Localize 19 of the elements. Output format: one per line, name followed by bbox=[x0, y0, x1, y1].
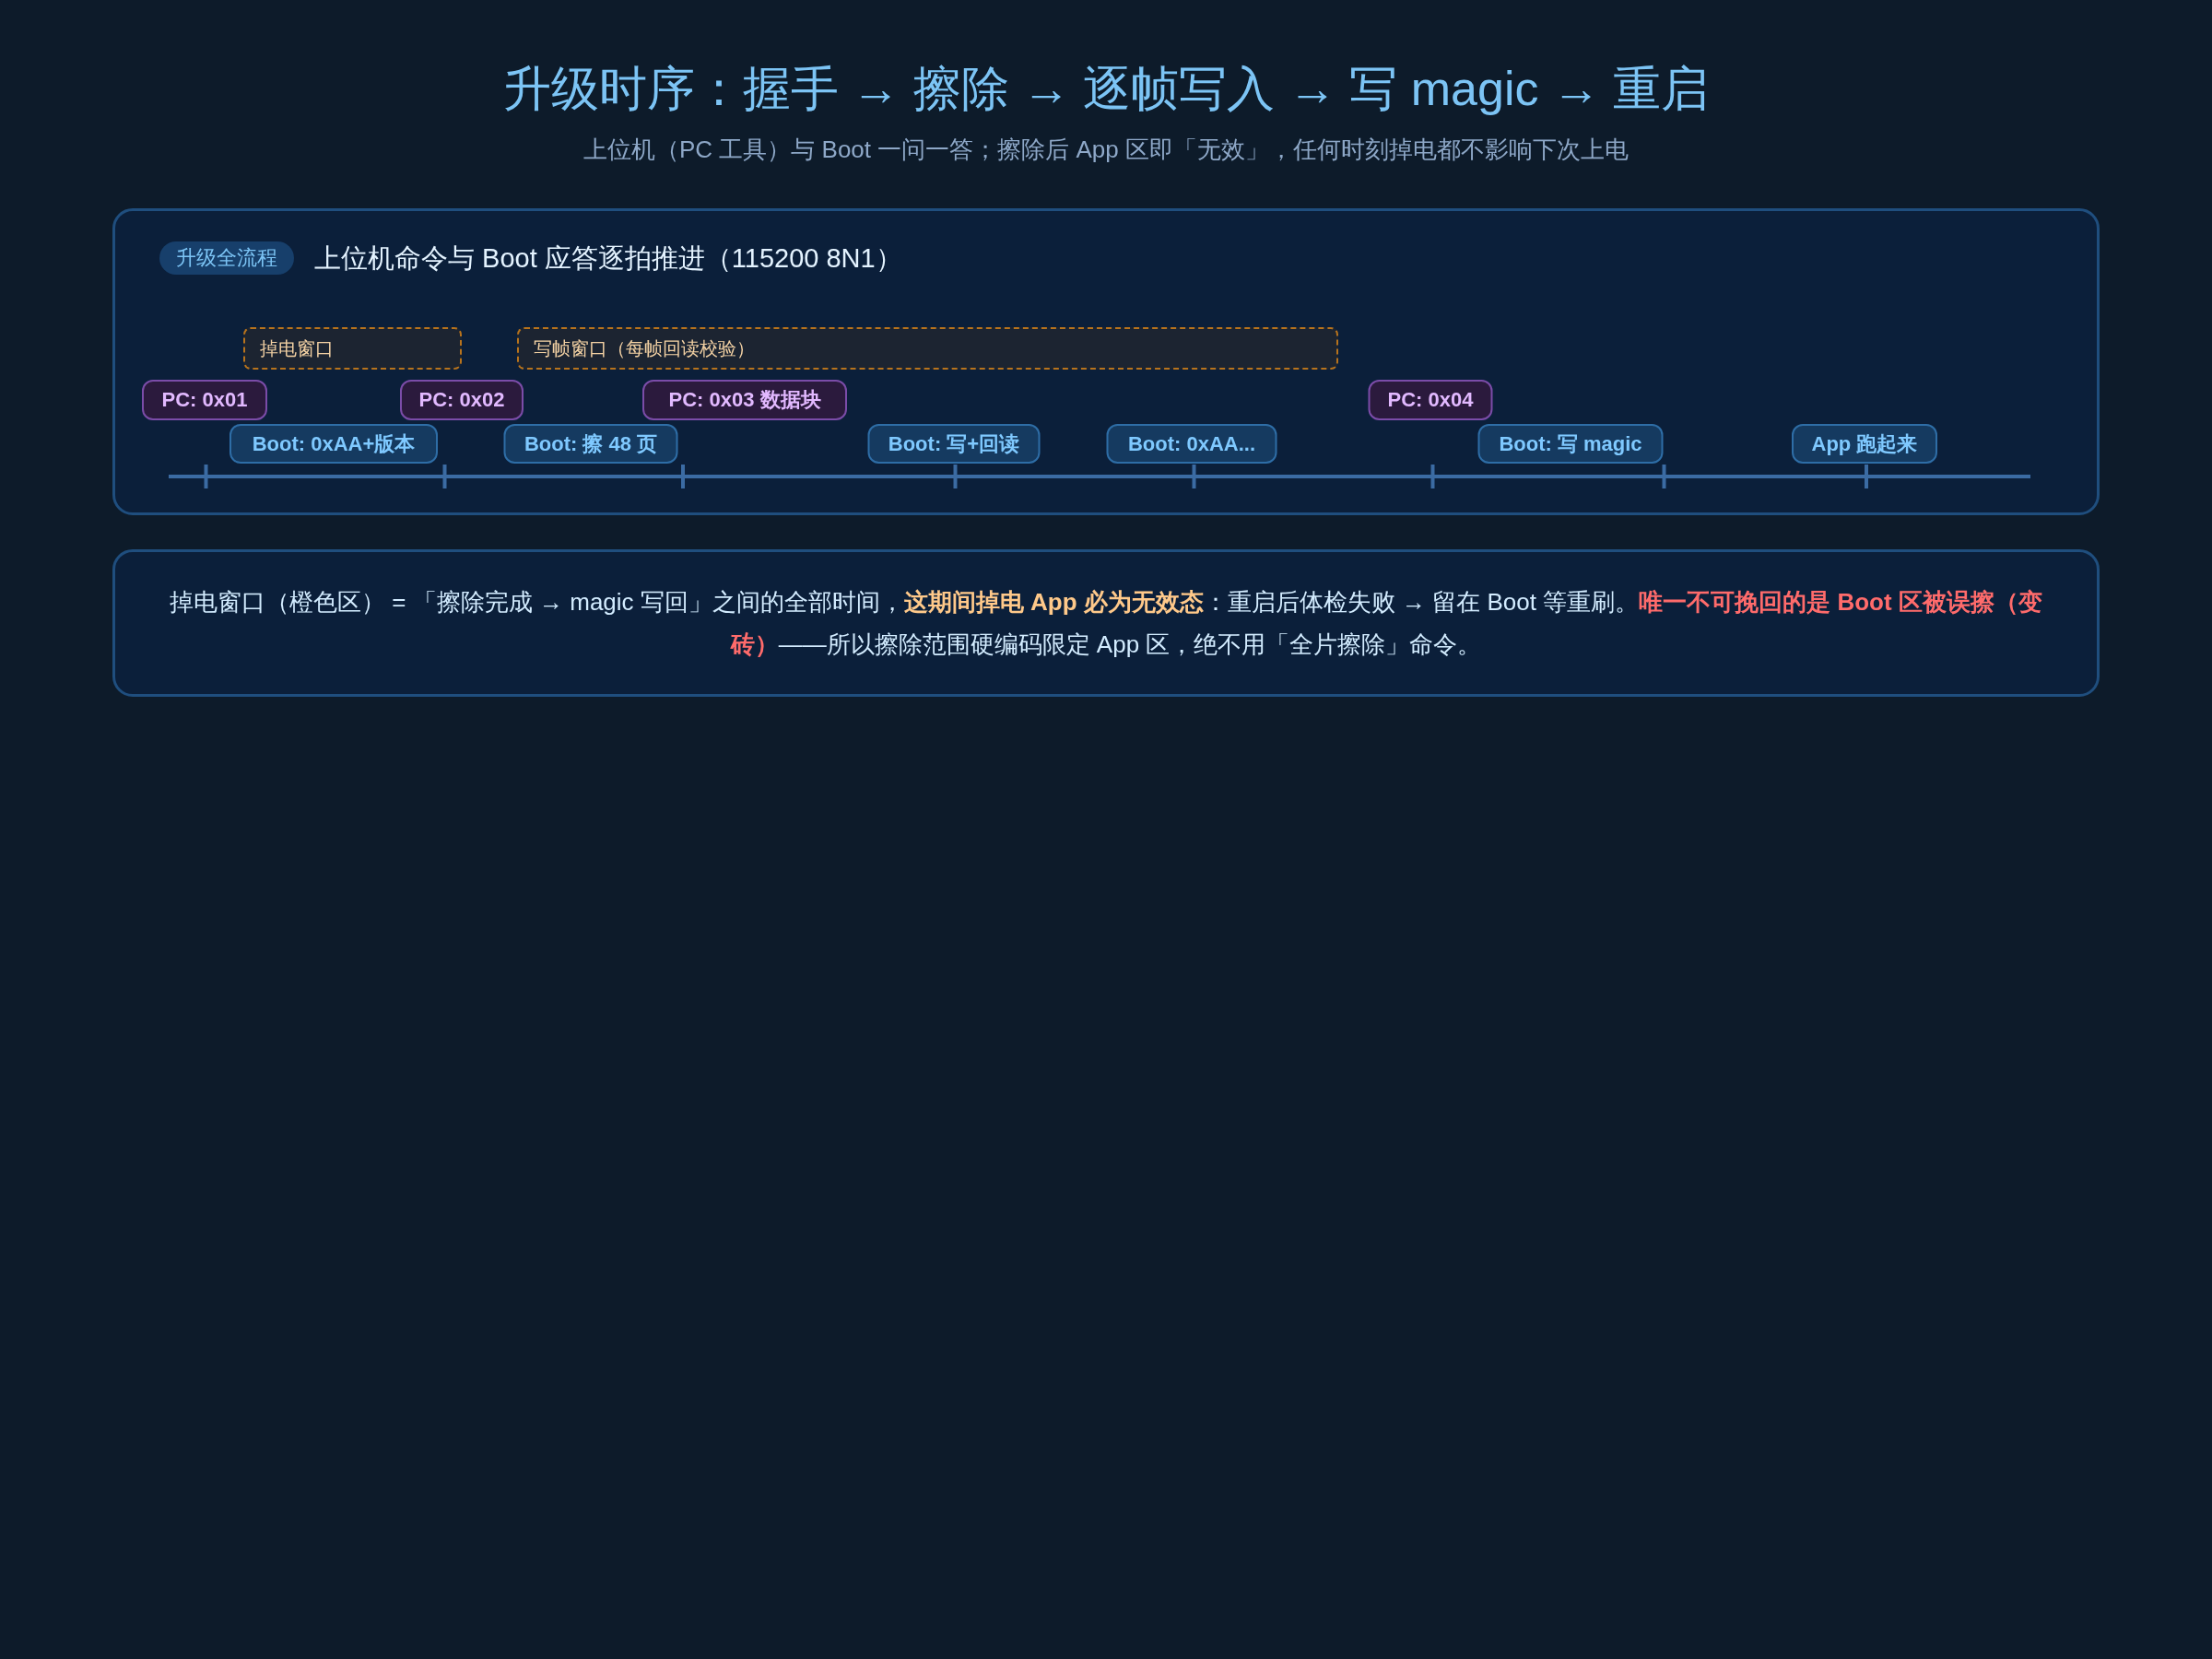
command-tag: PC: 0x03 数据块 bbox=[642, 380, 847, 420]
response-tag: Boot: 写+回读 bbox=[867, 424, 1041, 464]
response-tag: Boot: 0xAA+版本 bbox=[229, 424, 438, 464]
response-tag: App 跑起来 bbox=[1792, 424, 1937, 464]
section-badge: 升级全流程 bbox=[159, 241, 294, 275]
note-panel bbox=[112, 549, 2100, 697]
note-text: 掉电窗口（橙色区） = 「擦除完成 → magic 写回」之间的全部时间，这期间掉电 App 必为无效态：重启后体检失败 → 留在 Boot 等重刷。唯一不可挽回的是 Boot 区被误擦（变砖）——所以擦除范围硬编码限定 App 区，绝不用「全片擦除」命令。 bbox=[169, 587, 2043, 660]
command-tag: PC: 0x02 bbox=[400, 380, 524, 420]
command-tag: PC: 0x04 bbox=[1368, 380, 1493, 420]
response-tag: Boot: 0xAA... bbox=[1106, 424, 1277, 464]
diagram-title: 升级时序：握手 → 擦除 → 逐帧写入 → 写 magic → 重启 bbox=[502, 61, 1710, 117]
panel-heading: 上位机命令与 Boot 应答逐拍推进（115200 8N1） bbox=[314, 242, 902, 275]
command-tag: PC: 0x01 bbox=[142, 380, 267, 420]
response-tag: Boot: 写 magic bbox=[1477, 424, 1664, 464]
timeline-panel bbox=[112, 208, 2100, 515]
time-window-band: 写帧窗口（每帧回读校验） bbox=[517, 327, 1338, 370]
response-tag: Boot: 擦 48 页 bbox=[503, 424, 678, 464]
time-window-band: 掉电窗口 bbox=[243, 327, 462, 370]
subtitle: 上位机（PC 工具）与 Boot 一问一答；擦除后 App 区即「无效」，任何时刻掉电都不影响下次上电 bbox=[583, 135, 1629, 165]
